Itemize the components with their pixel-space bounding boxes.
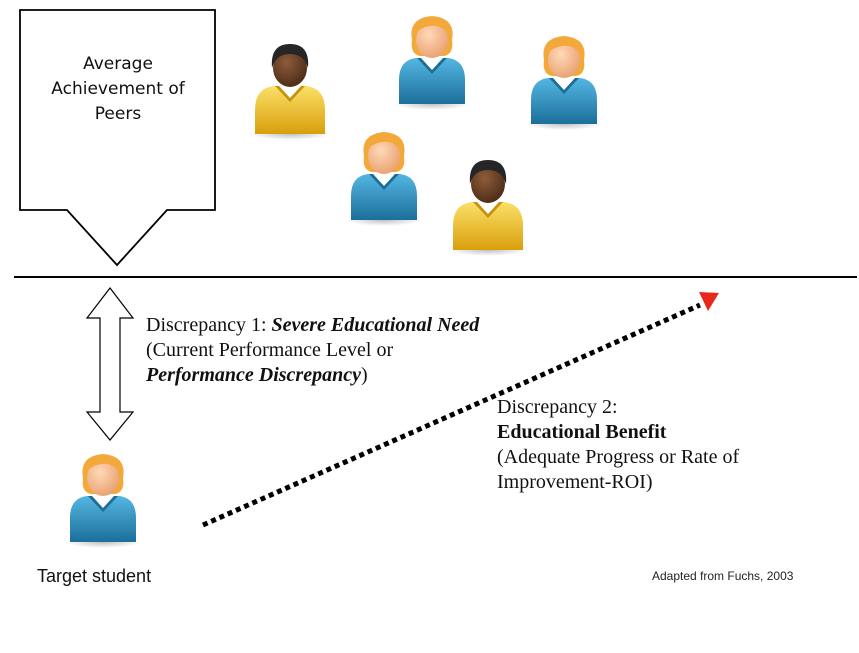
discrepancy-1-emphasis: Severe Educational Need xyxy=(271,314,480,336)
discrepancy-1-line3-suffix: ) xyxy=(360,364,368,386)
box-label-line: Average xyxy=(83,54,153,74)
progress-dotted-line xyxy=(201,302,702,528)
source-credit: Adapted from Fuchs, 2003 xyxy=(652,569,794,583)
peers-box-arrow xyxy=(19,9,216,267)
discrepancy-2-bold: Educational Benefit xyxy=(497,421,667,443)
peer-figure xyxy=(250,44,330,140)
discrepancy-1-prefix: Discrepancy 1: xyxy=(146,314,272,336)
discrepancy-2-line4: Improvement-ROI) xyxy=(497,471,653,493)
peers-box-label: Average Achievement of Peers xyxy=(20,52,216,127)
red-arrowhead xyxy=(699,292,719,311)
discrepancy-1-line2: (Current Performance Level or xyxy=(146,339,394,361)
discrepancy-1-text: Discrepancy 1: Severe Educational Need (… xyxy=(146,313,576,388)
peer-figure xyxy=(448,160,528,256)
box-label-line: Achievement of xyxy=(51,79,185,99)
target-student-figure xyxy=(65,454,141,548)
peer-figure xyxy=(526,36,602,130)
discrepancy-2-line3: (Adequate Progress or Rate of xyxy=(497,446,740,468)
discrepancy-1-line3-emphasis: Performance Discrepancy xyxy=(146,364,361,386)
peer-figure xyxy=(394,16,470,110)
target-student-label: Target student xyxy=(37,566,152,586)
double-arrow xyxy=(85,287,135,441)
discrepancy-2-line1: Discrepancy 2: xyxy=(497,396,618,418)
box-label-line: Peers xyxy=(94,104,142,124)
discrepancy-2-text: Discrepancy 2: Educational Benefit (Adeq… xyxy=(497,395,827,495)
peer-figure xyxy=(346,132,422,226)
